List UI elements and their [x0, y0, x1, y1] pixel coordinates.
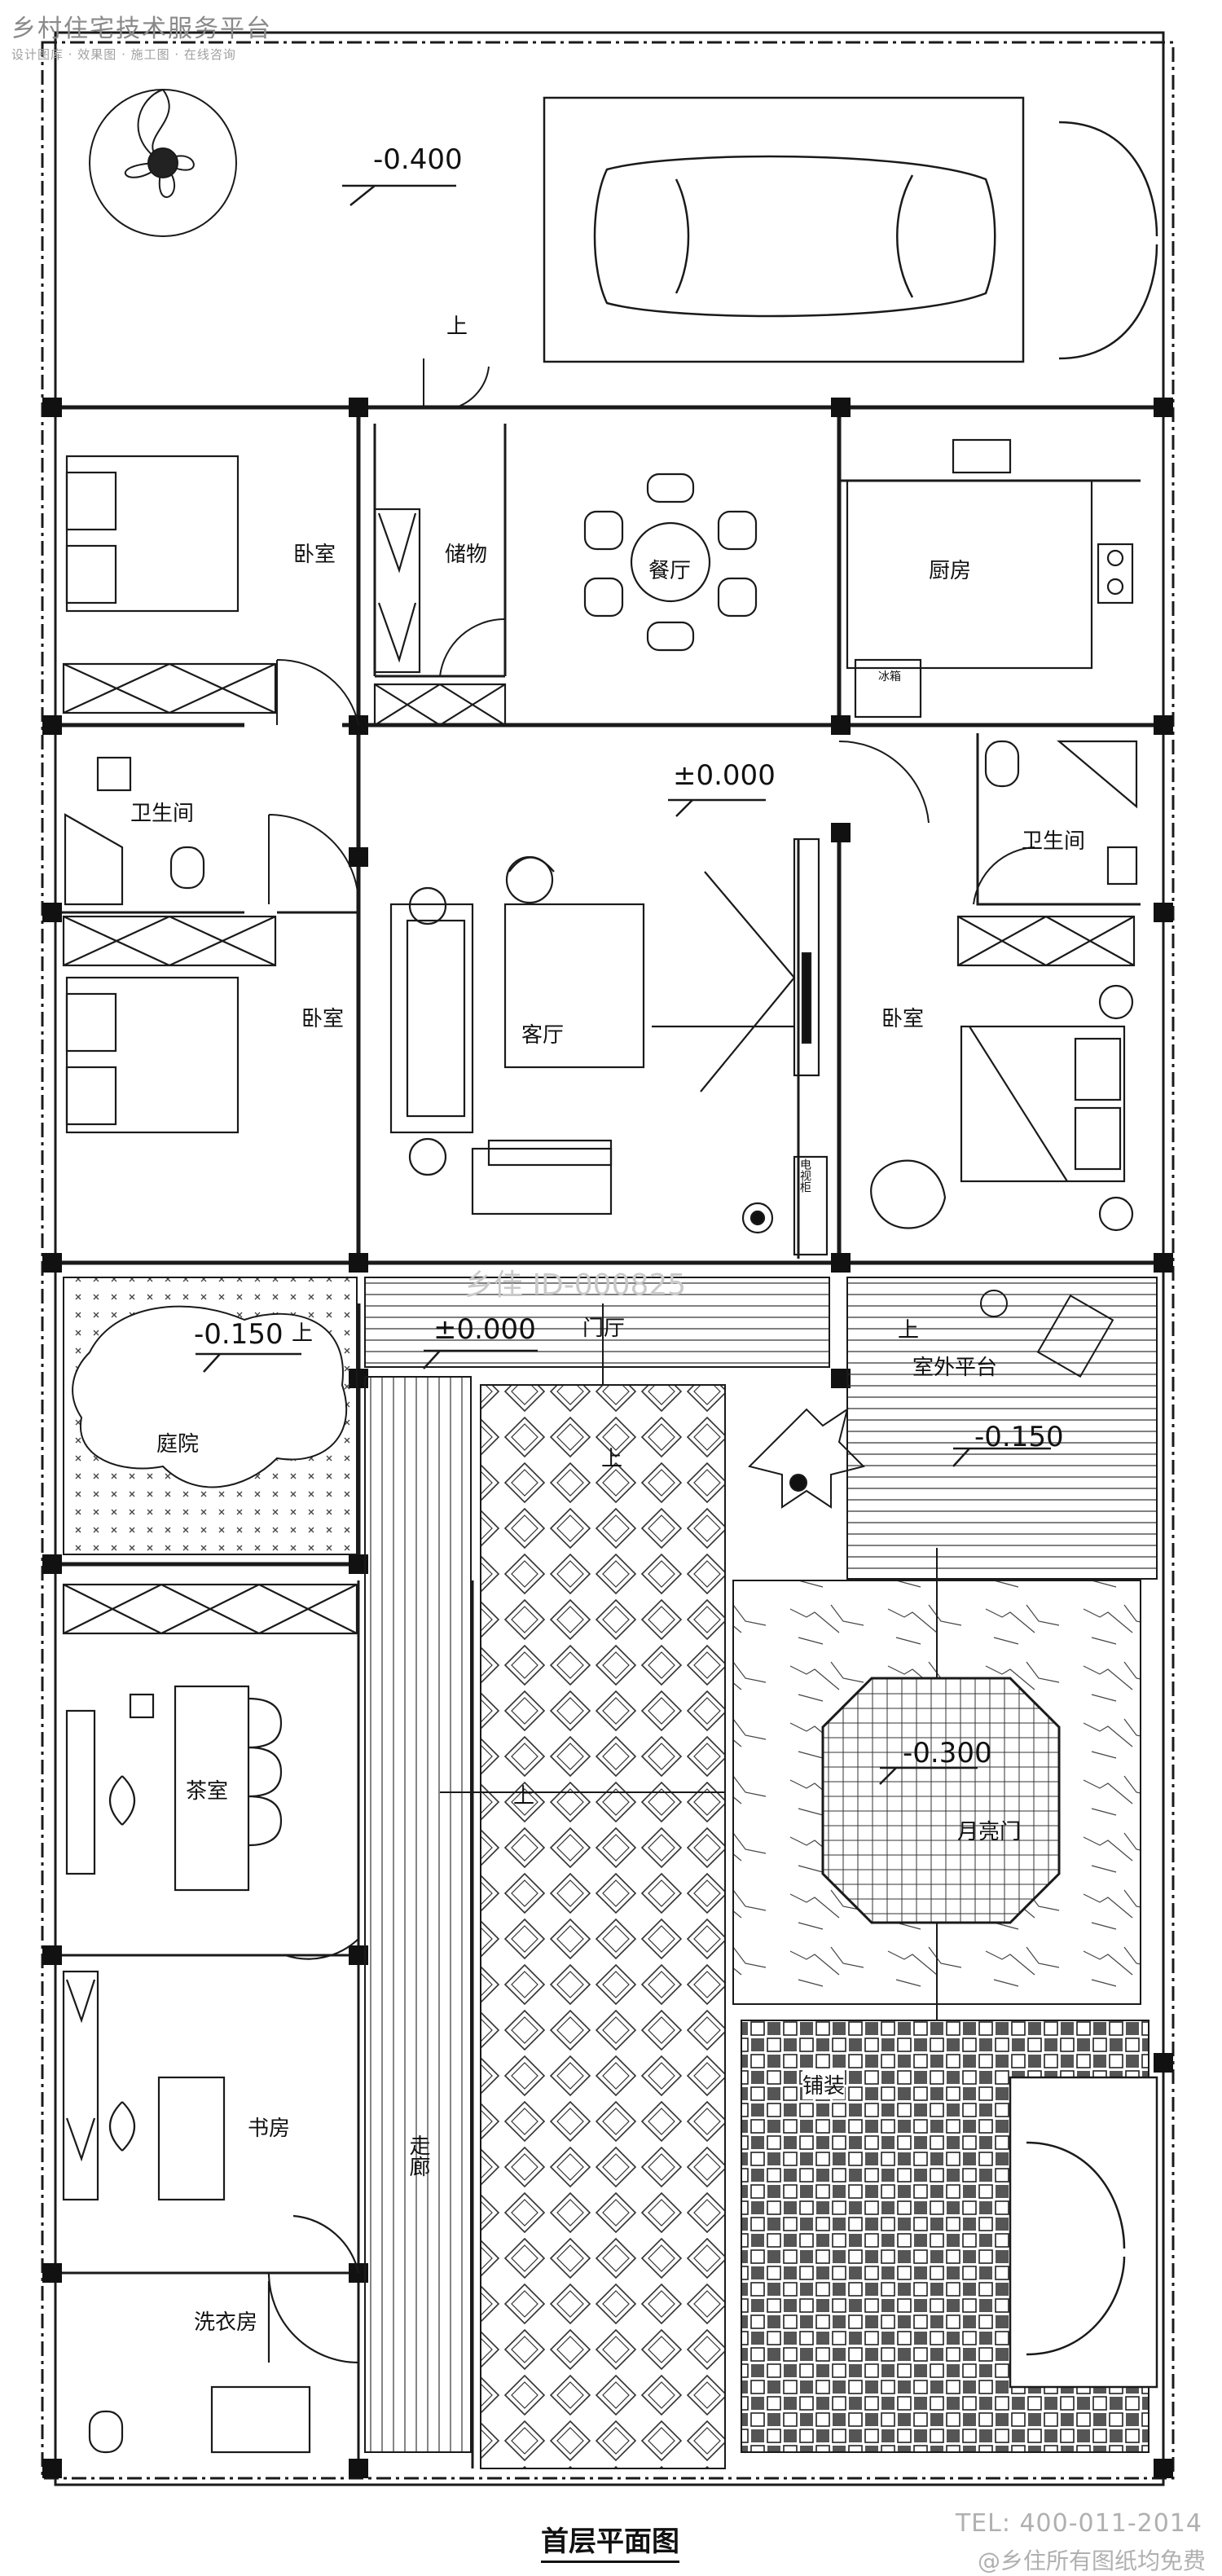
courtyard-w-pond	[72, 1305, 348, 1488]
label-courtyard-w: 庭院	[156, 1432, 200, 1457]
label-study: 书房	[248, 2117, 291, 2141]
label-laundry: 洗衣房	[194, 2310, 258, 2335]
watermark-copyright: @乡住所有图纸均免费	[977, 2547, 1206, 2574]
furniture	[62, 438, 1138, 1256]
elev-hall: ±0.000	[673, 759, 776, 792]
label-living: 客厅	[521, 1023, 565, 1048]
label-tea-room: 茶室	[186, 1779, 229, 1804]
elev-foyer: ±0.000	[433, 1313, 536, 1346]
label-up-4: 上	[513, 1784, 535, 1809]
label-up-2: 上	[601, 1447, 623, 1471]
door-swings	[268, 358, 1035, 905]
label-tv-cabinet: 电视柜	[798, 1158, 811, 1193]
watermark-center-id: 乡佳 ID-000825	[464, 1268, 687, 1302]
label-moon-gate: 月亮门	[957, 1820, 1022, 1844]
gate-east	[1009, 2076, 1158, 2389]
label-bath-e: 卫生间	[1022, 829, 1086, 854]
label-paving: 铺装	[802, 2069, 846, 2099]
terrace-chairs	[980, 1290, 1114, 1378]
elev-mark-garage	[342, 184, 456, 206]
label-up-5: 上	[292, 1321, 314, 1346]
label-kitchen: 厨房	[929, 559, 972, 583]
garage-area	[543, 96, 1158, 363]
tea-room-furniture	[62, 1583, 360, 2454]
elev-pavilion: -0.300	[903, 1737, 992, 1769]
drawing-title: 首层平面图	[541, 2519, 679, 2563]
label-freezer: 冰箱	[878, 670, 901, 684]
label-bedroom-w: 卧室	[301, 1007, 345, 1031]
watermark-top: 乡村住宅技术服务平台 设计图库 · 效果图 · 施工图 · 在线咨询	[11, 8, 272, 63]
watermark-top-subtitle: 设计图库 · 效果图 · 施工图 · 在线咨询	[11, 47, 236, 62]
label-foyer: 门厅	[582, 1317, 626, 1341]
label-corridor: 走廊	[406, 2134, 430, 2177]
label-outdoor-terrace: 室外平台	[912, 1356, 998, 1380]
foyer-floor	[364, 1277, 830, 1368]
exterior-walls	[55, 405, 1167, 1567]
elev-courtyard-w: -0.150	[194, 1318, 284, 1351]
tree-2	[748, 1407, 865, 1509]
corridor-floor	[364, 1376, 472, 2453]
label-up-1: 上	[446, 314, 468, 339]
label-storage: 储物	[445, 543, 488, 567]
watermark-tel: TEL: 400-011-2014	[955, 2509, 1202, 2538]
label-bath-w: 卫生间	[130, 802, 195, 826]
structural-columns	[42, 398, 1173, 2478]
label-bedroom-e: 卧室	[881, 1007, 925, 1031]
label-dining: 餐厅	[648, 559, 692, 583]
label-bedroom-nw: 卧室	[293, 543, 336, 567]
pavilion-octagon	[821, 1677, 1061, 1924]
label-up-3: 上	[898, 1318, 920, 1343]
terrace-floor	[846, 1277, 1158, 1580]
central-paving	[480, 1384, 726, 2469]
elevation-marks	[196, 798, 1051, 1785]
elev-terrace: -0.150	[974, 1421, 1064, 1453]
tree-symbol	[89, 89, 237, 237]
elev-garage: -0.400	[373, 143, 463, 176]
watermark-top-title: 乡村住宅技术服务平台	[11, 15, 272, 43]
